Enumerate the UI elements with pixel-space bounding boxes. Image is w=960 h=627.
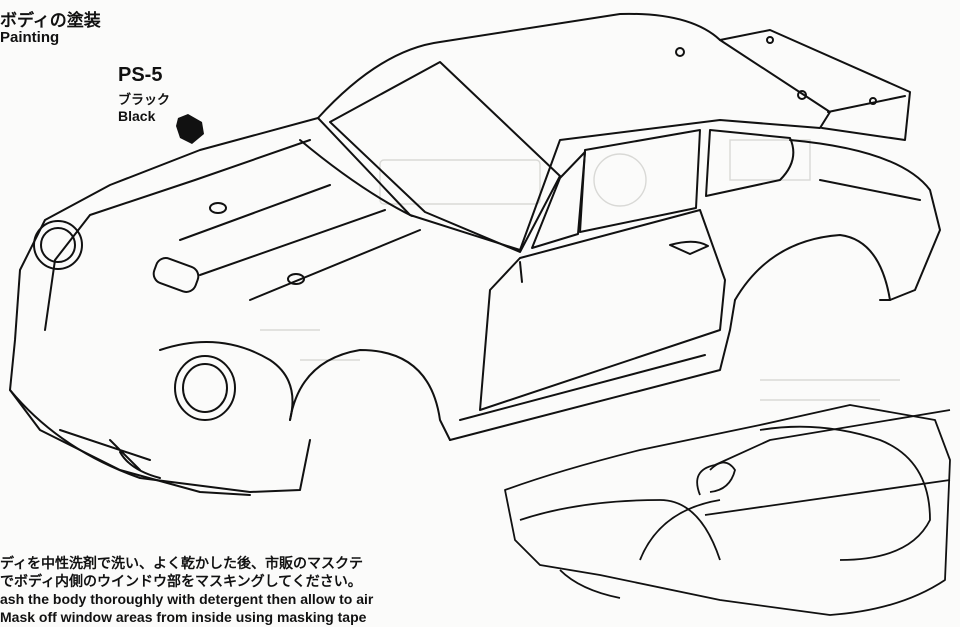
paint-spray-icon [176, 114, 204, 144]
section-title: Painting [0, 29, 60, 46]
instruction-en-line: ash the body thoroughly with detergent t… [0, 591, 374, 607]
paint-name: Black [118, 108, 156, 124]
paint-name-japanese: ブラック [118, 92, 171, 107]
instructions-block: ディを中性洗剤で洗い、よく乾かした後、市販のマスクテ でボディ内側のウインドウ部… [0, 554, 373, 626]
paint-code-label: PS-5 [118, 64, 163, 86]
masking-detail-illustration [504, 404, 951, 616]
instruction-jp-line: ディを中性洗剤で洗い、よく乾かした後、市販のマスクテ [0, 555, 364, 571]
instruction-en-line: Mask off window areas from inside using … [0, 609, 367, 625]
instruction-jp-line: でボディ内側のウインドウ部をマスキングしてください。 [0, 573, 362, 589]
section-title-japanese: ボディの塗装 [0, 11, 101, 30]
